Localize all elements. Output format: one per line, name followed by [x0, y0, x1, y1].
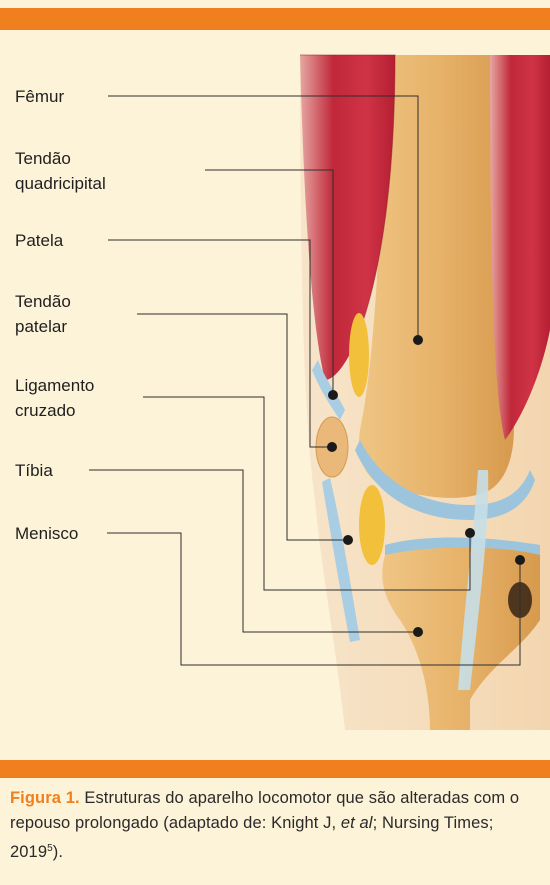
caption-et-al: et al [341, 814, 373, 832]
label-cruciate-ligament: Ligamento cruzado [15, 373, 94, 423]
bottom-accent-bar [0, 760, 550, 778]
label-patella: Patela [15, 228, 63, 253]
figure-number: Figura 1 [10, 789, 75, 807]
caption-text-end: ). [53, 843, 63, 861]
label-quadriceps-tendon: Tendão quadricipital [15, 146, 106, 196]
fat-pad-upper [349, 313, 369, 397]
fat-pad-lower [359, 485, 385, 565]
label-meniscus: Menisco [15, 521, 78, 546]
figure-caption: Figura 1. Estruturas do aparelho locomot… [10, 786, 550, 865]
label-tibia: Tíbia [15, 458, 53, 483]
label-femur: Fêmur [15, 84, 64, 109]
label-patellar-tendon: Tendão patelar [15, 289, 71, 339]
